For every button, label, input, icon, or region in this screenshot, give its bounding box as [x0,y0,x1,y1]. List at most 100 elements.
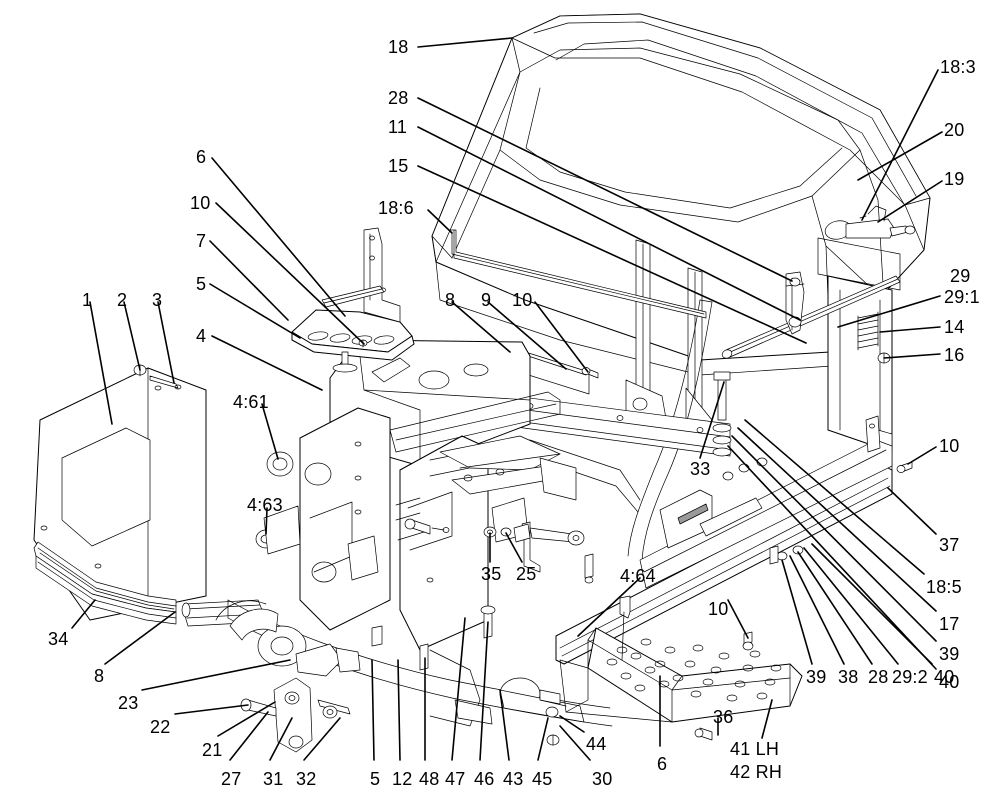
leader-line-8 [451,301,511,353]
leader-line-16 [883,353,941,359]
leader-line-38 [789,555,845,665]
callout-28: 28 [868,667,889,687]
leader-line-45 [537,717,549,761]
leader-line-10 [215,202,365,345]
leader-line-9 [487,301,567,370]
callout-47: 47 [445,769,466,789]
callout-37: 37 [939,535,960,555]
callout-29-1: 29:1 [944,287,980,307]
leader-line-37 [887,487,937,535]
callout-31: 31 [263,769,284,789]
lift-rod-29 [721,275,901,359]
leader-line-17 [737,427,937,612]
leader-line-4-61 [261,403,279,460]
callout-42-rh: 42 RH [730,762,783,782]
leader-line-33 [699,381,725,459]
callout-22: 22 [150,717,171,737]
leader-line-21 [217,701,276,737]
misc-fasteners [371,497,496,671]
callout-34: 34 [48,629,69,649]
leader-line-18-5 [744,419,925,575]
callout-8: 8 [94,666,105,686]
callout-44: 44 [586,734,607,754]
callout-11: 11 [388,117,408,137]
callout-33: 33 [690,459,711,479]
leader-line-32 [303,717,341,761]
fastener-cluster-right [722,457,804,565]
front-hub [215,600,307,667]
leader-line-4 [211,335,323,391]
leader-line-1 [89,301,113,425]
leader-line-44 [559,715,585,733]
callout-39: 39 [806,667,827,687]
callout-9: 9 [481,290,492,310]
leader-line-12 [397,659,401,761]
leader-line-6 [211,157,346,317]
callout-4-61: 4:61 [233,392,269,412]
callout-5: 5 [196,274,207,294]
callout-25: 25 [516,564,537,584]
callout-5: 5 [370,769,381,789]
leader-lines [71,37,943,761]
leader-line-23 [141,659,291,691]
right-frame-rail [555,415,913,665]
leader-line-29-2 [803,547,899,665]
callout-21: 21 [202,740,223,760]
leader-line-14 [879,326,941,333]
callout-3: 3 [152,290,163,310]
leader-line-3 [157,301,175,384]
leader-line-18 [417,37,513,48]
callout-6: 6 [657,754,668,774]
callout-17: 17 [939,614,960,634]
chassis-frame [215,391,641,746]
leader-line-10 [907,446,937,465]
leader-line-43 [499,689,510,761]
callout-27: 27 [221,769,242,789]
tread-holes [606,638,782,702]
leader-line-4-64 [577,577,641,637]
leader-line-39 [731,435,937,642]
leader-line-10 [534,301,589,373]
callout-16: 16 [944,345,965,365]
callout-32: 32 [296,769,317,789]
callout-48: 48 [419,769,440,789]
callout-10: 10 [708,599,729,619]
leader-line-2 [123,301,141,371]
leader-line-28 [797,551,873,665]
callout-6: 6 [196,147,207,167]
leader-line-22 [174,704,249,715]
callout-10: 10 [190,193,211,213]
leader-line-8 [104,611,176,665]
leader-line-31 [269,717,293,761]
callout-15: 15 [388,156,409,176]
callout-19: 19 [944,169,965,189]
callout-38: 38 [838,667,859,687]
leader-line-15 [417,165,807,344]
leader-line-18-6 [427,209,453,234]
leader-line-5 [209,283,301,339]
leader-line-41-LH [761,699,773,739]
leader-line-28 [417,97,793,282]
callout-10: 10 [512,290,533,310]
leader-line-30 [559,725,591,761]
callout-46: 46 [474,769,495,789]
rod-186 [449,229,707,319]
leader-line-29-1 [837,295,941,328]
leader-line-40 [727,445,937,670]
leader-line-27 [229,711,269,761]
callout-28: 28 [388,88,409,108]
callout-43: 43 [503,769,524,789]
leader-line-47 [451,617,466,761]
leader-line-4-63 [265,507,268,535]
leader-line-40 [811,543,933,665]
hood-hinge [785,271,805,335]
left-side-panel [33,364,207,621]
callout-8: 8 [445,290,456,310]
callout-18: 18 [388,37,409,57]
leader-line-39 [781,559,813,665]
callout-2: 2 [117,290,128,310]
callout-10: 10 [939,436,960,456]
callout-29: 29 [950,266,971,286]
callout-40: 40 [934,667,955,687]
